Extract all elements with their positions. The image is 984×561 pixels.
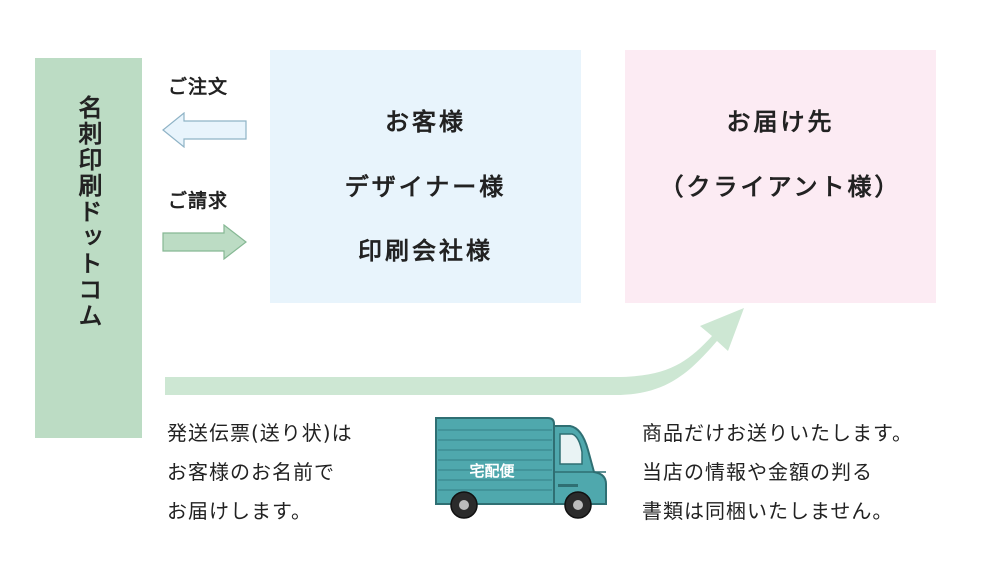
delivery-line-1: お届け先 [726, 108, 835, 136]
company-name: 名刺印刷ドットコム [35, 95, 142, 329]
note-right-line-3: 書類は同梱いたしません。 [642, 499, 894, 523]
billing-label: ご請求 [168, 190, 229, 212]
order-label: ご注文 [168, 76, 229, 98]
customer-line-1: お客様 [385, 108, 466, 136]
note-left-line-2: お客様のお名前で [167, 460, 335, 484]
note-left-line-1: 発送伝票(送り状)は [167, 421, 353, 445]
note-left: 発送伝票(送り状)は お客様のお名前で お届けします。 [167, 414, 353, 531]
company-box: 名刺印刷ドットコム [35, 58, 142, 438]
order-arrow [162, 112, 247, 148]
company-name-text: 名刺印刷ドットコム [74, 95, 102, 329]
delivery-box: お届け先 （クライアント様） [625, 50, 936, 303]
customer-line-2: デザイナー様 [344, 173, 507, 201]
note-right-line-2: 当店の情報や金額の判る [642, 460, 873, 484]
truck-label: 宅配便 [469, 462, 515, 480]
note-left-line-3: お届けします。 [167, 499, 312, 523]
note-right: 商品だけお送りいたします。 当店の情報や金額の判る 書類は同梱いたしません。 [642, 414, 913, 531]
note-right-line-1: 商品だけお送りいたします。 [642, 421, 913, 445]
delivery-truck-icon: 宅配便 [435, 417, 607, 519]
delivery-line-2: （クライアント様） [659, 173, 902, 201]
billing-arrow [162, 224, 247, 260]
customer-line-3: 印刷会社様 [358, 237, 493, 265]
customer-box: お客様 デザイナー様 印刷会社様 [270, 50, 581, 303]
